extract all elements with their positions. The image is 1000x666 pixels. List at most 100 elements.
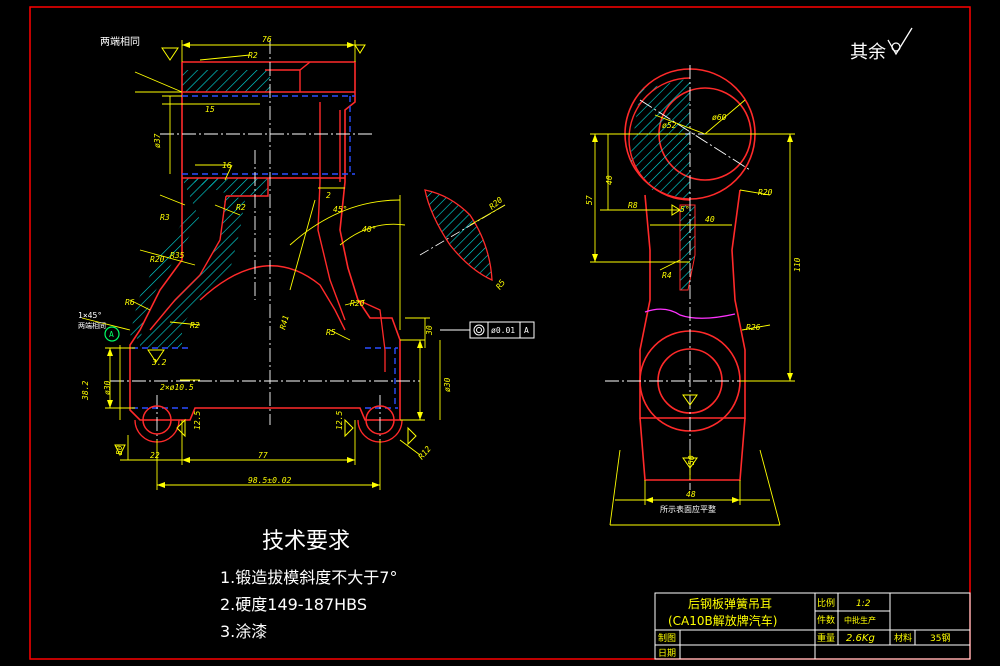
right-centerlines: [605, 65, 790, 490]
break-line: [644, 308, 736, 319]
dim-angle-40: 40°: [362, 225, 376, 234]
fcf-datum: A: [524, 326, 529, 335]
weight-label: 重量: [817, 632, 835, 644]
left-arrowheads: [107, 42, 423, 488]
material-value: 35钢: [930, 632, 950, 644]
top-label: 两端相同: [100, 35, 140, 48]
dim-r4: R4: [662, 271, 672, 280]
dim-r6: R6: [125, 298, 135, 307]
dim-125-l: 12.5: [193, 411, 202, 430]
dim-r3: R3: [160, 213, 170, 222]
material-label: 材料: [894, 632, 912, 644]
concentricity-icon: [473, 324, 485, 336]
dim-22: 22: [150, 451, 160, 460]
dim-chamfer: 1×45°: [78, 311, 102, 320]
dim-base-width: 77: [258, 451, 268, 460]
datum-letter: A: [109, 330, 114, 339]
left-bolt-hole: [142, 405, 172, 435]
hatch-web: [140, 178, 268, 348]
dim-r26: R26: [746, 323, 761, 332]
right-roughness-marks: [671, 204, 698, 469]
dim-r20: R20: [758, 188, 773, 197]
dim-slot-16: 16: [222, 161, 232, 170]
dim-top-15: 15: [205, 105, 215, 114]
dim-r20-b: R20: [350, 299, 365, 308]
date-label: 日期: [658, 648, 676, 659]
left-dim-texts: 两端相同 76 R2 15 ø37 16 R3 R2 R20 R35 R6 R2…: [78, 35, 529, 485]
datum-circle: [104, 326, 120, 342]
dim-chamfer-note: 两端相同: [78, 321, 106, 330]
technical-requirements: 技术要求 1.锻造拔模斜度不大于7° 2.硬度149-187HBS 3.涂漆: [220, 529, 397, 641]
dim-r2-low: R2: [190, 321, 200, 330]
tech-title: 技术要求: [262, 529, 350, 554]
part-sub: (CA10B解放牌汽车): [668, 613, 777, 628]
dim-48: 48: [686, 490, 696, 499]
dim-38: 38.2: [81, 381, 90, 401]
lower-body: [639, 417, 746, 481]
dim-110: 110: [793, 257, 802, 272]
dim-top-r: R2: [248, 51, 258, 60]
left-roughness-marks: [114, 44, 417, 457]
dim-r8: R8: [628, 201, 638, 210]
left-view: 两端相同 76 R2 15 ø37 16 R3 R2 R20 R35 R6 R2…: [78, 35, 535, 490]
part-name: 后钢板弹簧吊耳: [688, 596, 772, 611]
dim-r12: R12: [417, 444, 433, 461]
removed-section: [424, 189, 493, 282]
drawing-frame: [29, 6, 971, 660]
base-note: 所示表面应平整: [660, 504, 716, 514]
qty-label: 件数: [817, 614, 835, 626]
dim-40h: 40: [705, 215, 715, 224]
hatch-top-flange: [182, 70, 270, 92]
left-centerlines: [110, 40, 420, 440]
surface-note-text: 其余: [850, 42, 886, 63]
roughness-symbol-icon: [887, 27, 913, 56]
inner-web-edge: [149, 195, 227, 331]
tech-item-3: 3.涂漆: [220, 622, 267, 641]
tech-item-2: 2.硬度149-187HBS: [220, 595, 367, 614]
roughness-circle-icon: [891, 42, 901, 52]
dim-d52: ø52: [662, 121, 677, 130]
arm-hatch: [679, 204, 696, 291]
dim-angle-45: 45°: [333, 205, 347, 214]
left-dimension-lines: [81, 40, 441, 490]
right-dimension-lines: [590, 99, 795, 526]
fcf-value: ø0.01: [491, 326, 515, 335]
dim-d60: ø60: [712, 113, 727, 122]
feature-control-frame: [440, 321, 535, 339]
right-arrowheads: [592, 134, 793, 503]
dim-r5-sec: R5: [494, 278, 507, 291]
dim-r2-mid: R2: [236, 203, 246, 212]
dim-bore-right: ø30: [443, 377, 452, 392]
dim-r41: R41: [278, 314, 290, 330]
weight-value: 2.6Kg: [846, 633, 875, 644]
dim-30: 30: [425, 325, 434, 336]
dim-125-r: 12.5: [335, 411, 344, 430]
inner-arch: [199, 265, 346, 331]
dim-r20-sec: R20: [488, 195, 505, 211]
dim-bore: ø37: [153, 133, 162, 148]
dim-right-50: 50: [687, 455, 696, 465]
dim-40v: 40: [605, 175, 614, 185]
scale-value: 1:2: [856, 599, 871, 609]
qty-value: 中批生产: [844, 615, 876, 625]
drawn-label: 制图: [658, 632, 676, 644]
dim-two-holes: 2×ø10.5: [160, 383, 194, 392]
dim-overall: 98.5±0.02: [248, 476, 292, 485]
dim-lower-bore: ø30: [103, 380, 112, 395]
dim-angle-5: 5°: [680, 205, 690, 214]
scale-label: 比例: [817, 597, 835, 609]
dim-r35: R35: [170, 251, 185, 260]
dim-r5: R5: [326, 328, 336, 337]
hidden-lines: [132, 95, 398, 409]
title-block: 后钢板弹簧吊耳 (CA10B解放牌汽车) 比例 1:2 件数 中批生产 重量 2…: [654, 592, 971, 660]
dim-rough-32: 3.2: [151, 358, 167, 367]
right-slot-outline: [317, 102, 346, 321]
right-dim-texts: ø52 ø60 40 57 R8 5° 40 R20 110 R4 R26 50…: [585, 113, 802, 514]
right-view: ø52 ø60 40 57 R8 5° 40 R20 110 R4 R26 50…: [585, 65, 802, 526]
dim-50: 50: [115, 445, 124, 455]
upper-inner-arc: [628, 77, 691, 201]
dim-57: 57: [585, 195, 594, 205]
right-bolt-hole: [365, 405, 395, 435]
dim-2: 2: [326, 191, 331, 200]
